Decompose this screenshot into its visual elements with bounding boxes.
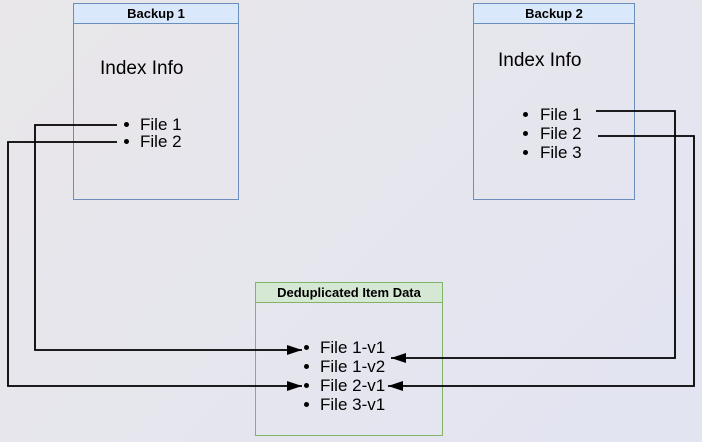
- file-list-item: File 2: [523, 124, 582, 143]
- backup2-box: Backup 2: [473, 3, 635, 200]
- file-list-item: File 2-v1: [304, 376, 385, 395]
- file-list-item: File 3-v1: [304, 395, 385, 414]
- file-list-item: File 1-v1: [304, 338, 385, 357]
- backup1-title: Backup 1: [74, 4, 238, 24]
- backup2-index-info-label: Index Info: [498, 50, 582, 71]
- dedup-title: Deduplicated Item Data: [256, 283, 442, 303]
- file-list-item: File 1: [124, 116, 182, 133]
- backup1-box: Backup 1: [73, 3, 239, 200]
- file-list-item: File 1: [523, 105, 582, 124]
- backup1-index-info-label: Index Info: [100, 58, 184, 79]
- file-list-item: File 2: [124, 133, 182, 150]
- backup2-title: Backup 2: [474, 4, 634, 24]
- file-list-item: File 3: [523, 143, 582, 162]
- file-list-item: File 1-v2: [304, 357, 385, 376]
